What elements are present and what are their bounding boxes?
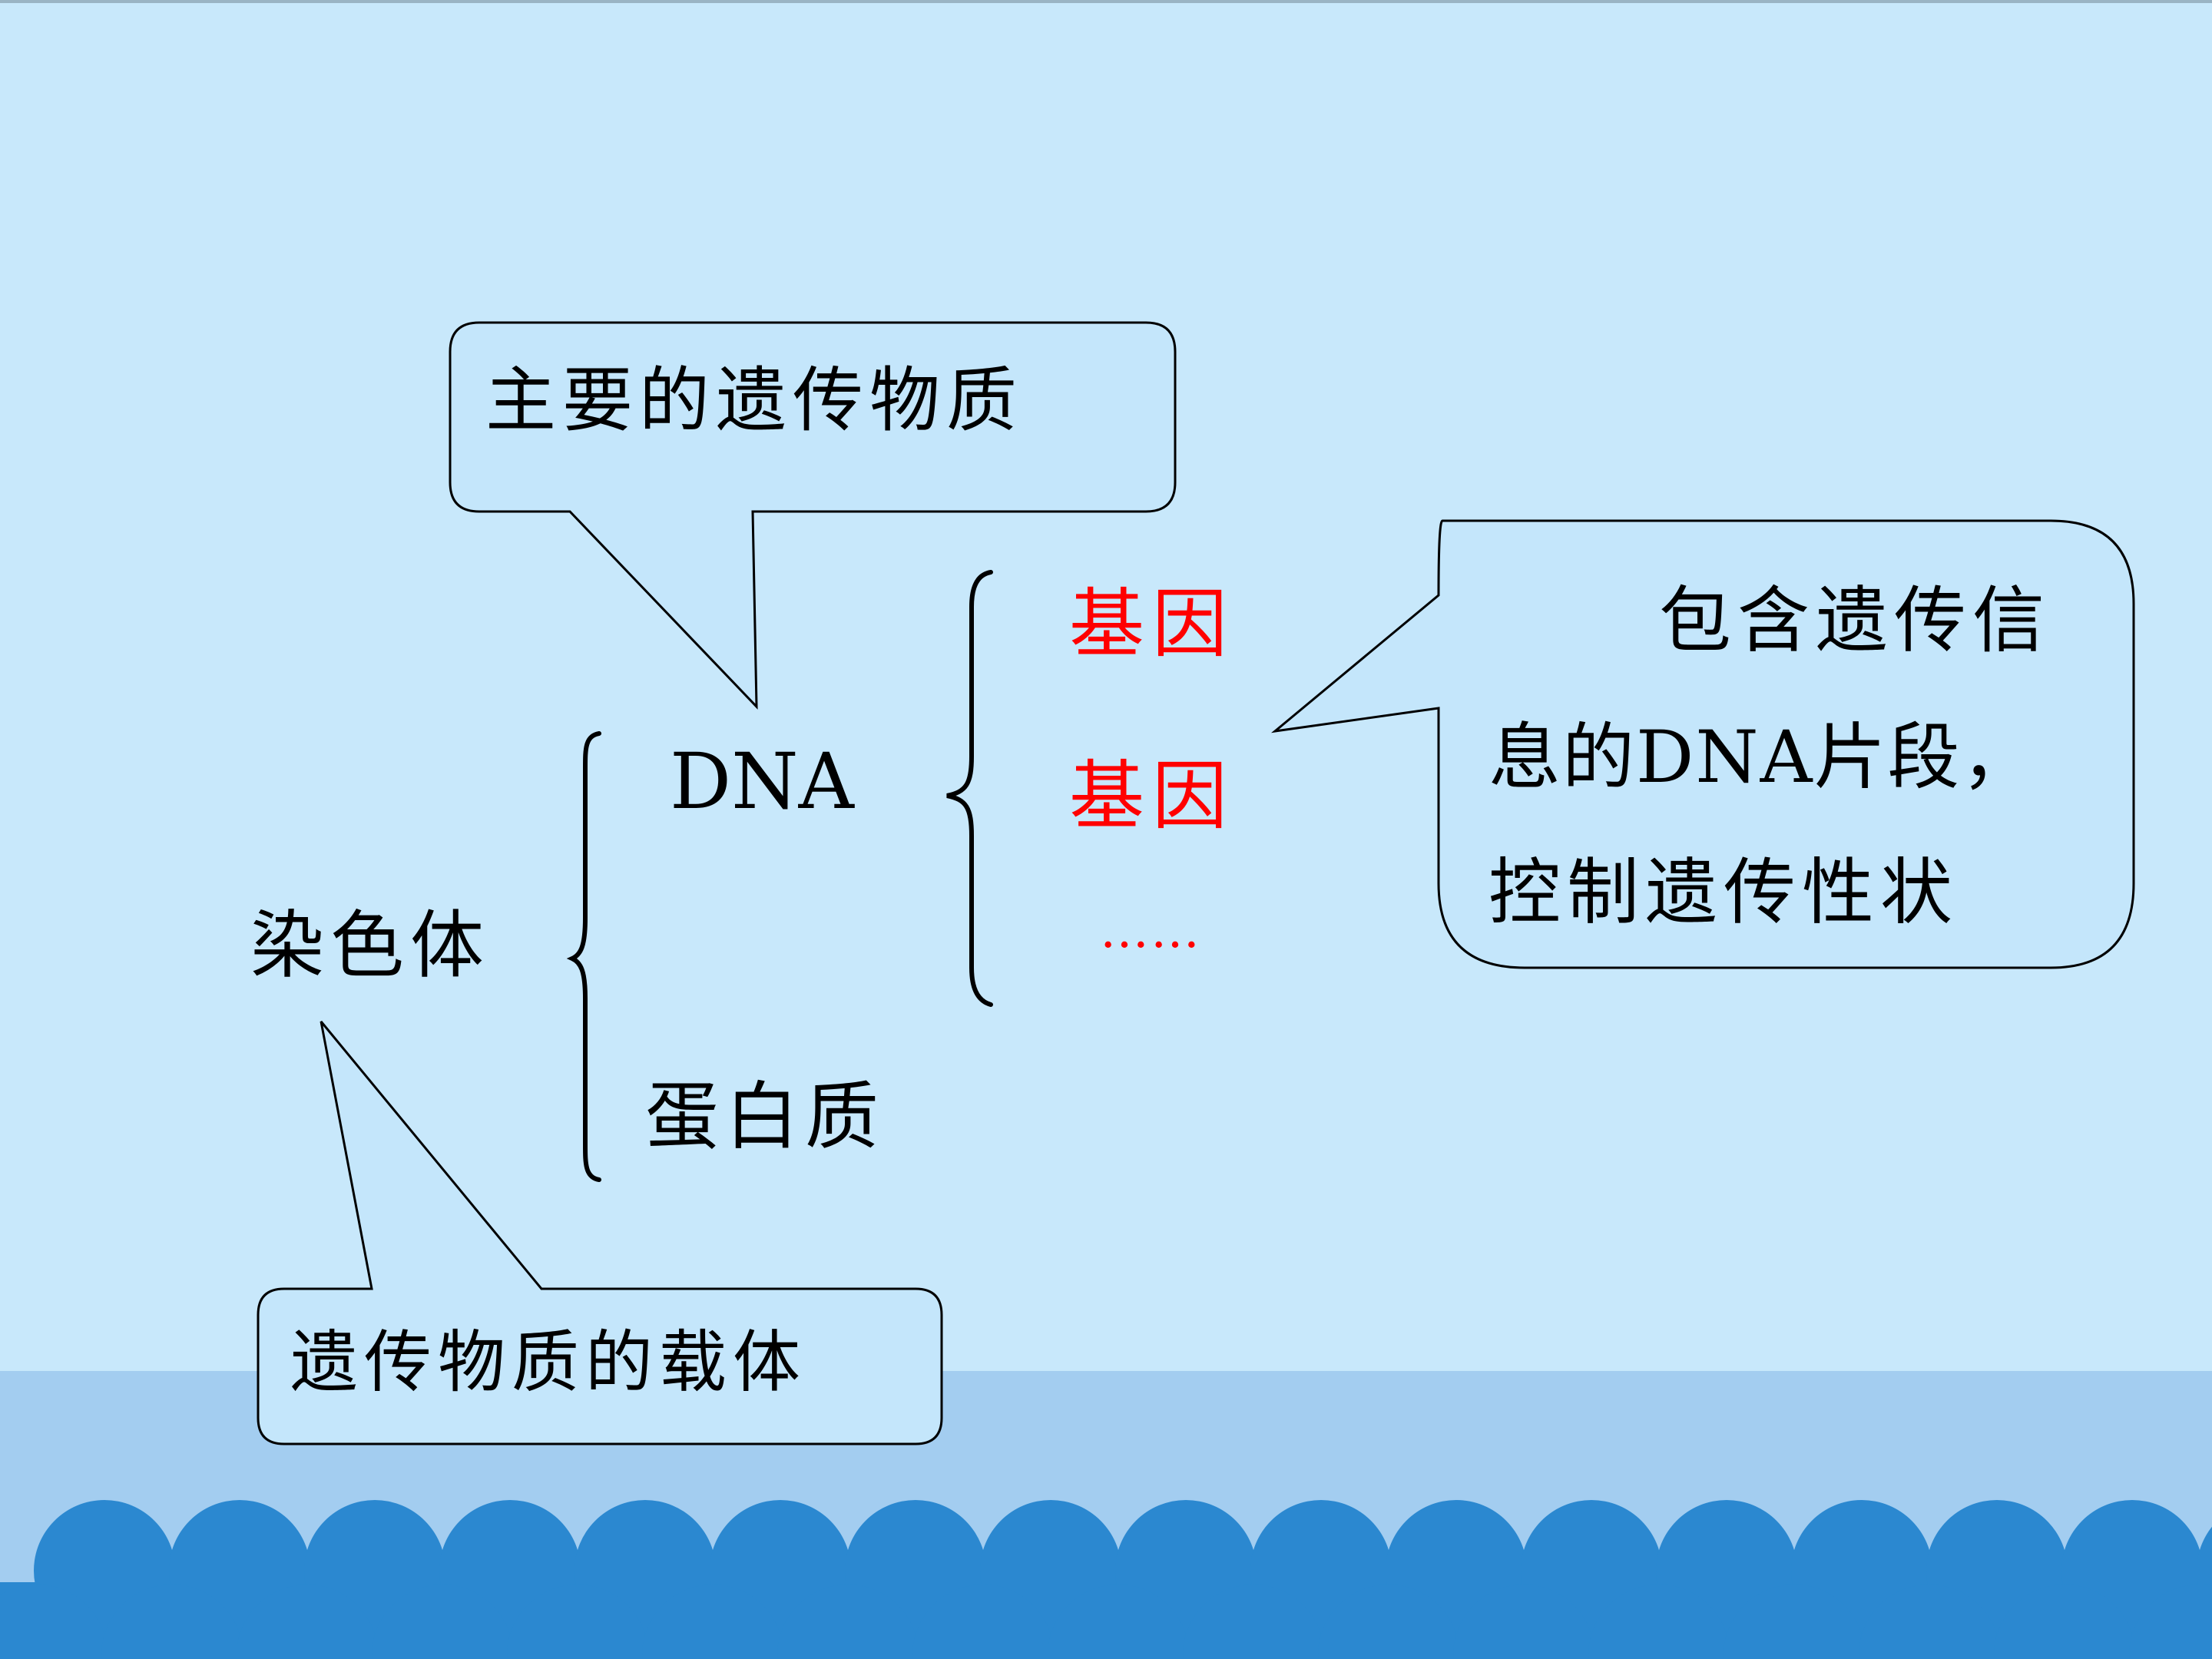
dna-label: DNA — [670, 737, 854, 826]
wave-scallop — [912, 1584, 1054, 1659]
wave-scallop — [1588, 1584, 1730, 1659]
wave-scallop — [0, 1584, 108, 1659]
wave-scallop — [1183, 1584, 1324, 1659]
callout-carrier-shape — [257, 1021, 943, 1445]
wave-scallop — [372, 1584, 513, 1659]
callout-gene-definition-line2: 息的DNA片段， — [1488, 716, 2035, 800]
callout-main-material-text: 主要的遗传物质 — [485, 359, 1024, 442]
brace-dna — [946, 570, 993, 1007]
wave-scallop — [777, 1584, 919, 1659]
wave-scallop — [1453, 1584, 1594, 1659]
callout-carrier-text: 遗传物质的载体 — [290, 1323, 807, 1402]
protein-label: 蛋白质 — [645, 1074, 885, 1160]
wave-decoration — [0, 1500, 2212, 1659]
wave-scallop — [1859, 1584, 2000, 1659]
callout-main-material-shape — [449, 321, 1177, 710]
wave-scallop — [101, 1584, 243, 1659]
callout-gene-definition-line1: 包含遗传信 — [1659, 579, 2051, 663]
chromosome-label: 染色体 — [250, 902, 490, 988]
ellipsis-label: …… — [1100, 902, 1201, 959]
wave-scallop — [642, 1584, 783, 1659]
wave-scallop — [507, 1584, 648, 1659]
callout-gene-definition-line3: 控制遗传性状 — [1488, 851, 1959, 935]
wave-scallop — [1318, 1584, 1459, 1659]
wave-scallop — [2129, 1584, 2212, 1659]
gene-label-2: 基因 — [1069, 753, 1236, 840]
wave-scallop — [1724, 1584, 1865, 1659]
wave-scallop — [1994, 1584, 2135, 1659]
gene-label-1: 基因 — [1069, 581, 1236, 668]
wave-scallop — [237, 1584, 378, 1659]
brace-chromosome — [566, 731, 601, 1182]
wave-scallop — [1048, 1584, 1189, 1659]
callout-gene-definition-shape — [1270, 519, 2135, 969]
